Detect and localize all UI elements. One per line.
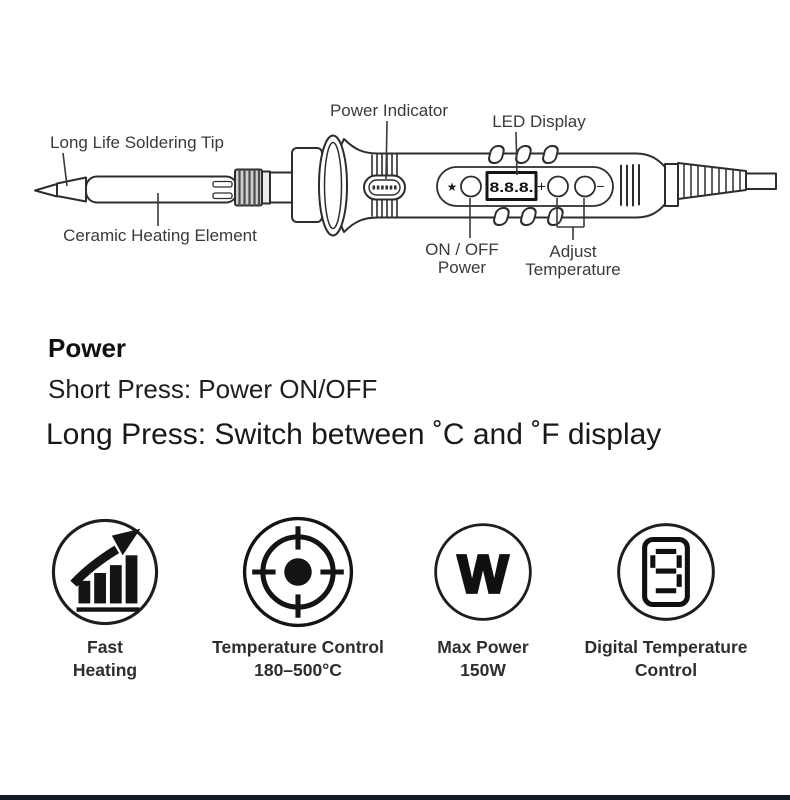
label-on-off-power-line2: Power xyxy=(438,258,487,277)
short-press-instruction: Short Press: Power ON/OFF xyxy=(48,374,378,404)
rear-neck xyxy=(664,163,679,207)
front-guard xyxy=(291,147,323,223)
tip-cone-shape xyxy=(56,176,87,203)
feature-temperature-control: Temperature Control 180–500°C xyxy=(200,514,396,682)
feature-label-line1: Digital Temperature xyxy=(584,637,748,657)
grip-tabs xyxy=(488,145,564,226)
label-on-off-power-line1: ON / OFF xyxy=(425,240,499,259)
feature-label-line2: 150W xyxy=(460,660,506,680)
feature-label: Temperature Control 180–500°C xyxy=(200,636,396,682)
power-button-star-symbol: ★ xyxy=(447,180,458,194)
strain-relief-ribs xyxy=(683,162,741,199)
feature-fast-heating: Fast Heating xyxy=(35,514,175,682)
label-power-indicator: Power Indicator xyxy=(330,101,448,120)
max-power-icon: W xyxy=(410,514,556,630)
seven-segment-nine xyxy=(650,548,682,594)
label-adjust-temp-line2: Temperature xyxy=(525,260,620,279)
handle-bell-inner-rim xyxy=(323,141,343,230)
spacer-section xyxy=(269,171,293,204)
soldering-iron-svg: ★ 8.8.8. + − Long Life Soldering Tip Cer… xyxy=(34,101,777,279)
soldering-iron-diagram: ★ 8.8.8. + − Long Life Soldering Tip Cer… xyxy=(0,0,790,300)
label-led-display: LED Display xyxy=(492,112,586,131)
feature-label-line1: Max Power xyxy=(437,637,529,657)
temp-down-symbol: − xyxy=(596,178,604,194)
bottom-edge-bar xyxy=(0,795,790,800)
feature-label-line2: Heating xyxy=(72,660,138,680)
collar-ribs xyxy=(238,169,261,207)
digital-temperature-control-icon xyxy=(568,514,764,630)
leader-lines xyxy=(62,120,585,240)
feature-label: Max Power 150W xyxy=(410,636,556,682)
label-soldering-tip: Long Life Soldering Tip xyxy=(50,133,224,152)
power-indicator-window xyxy=(363,174,406,201)
soldering-tip-shape xyxy=(34,183,58,198)
led-display-screen xyxy=(485,171,538,201)
feature-digital-temperature-control: Digital Temperature Control xyxy=(568,514,764,682)
fast-heating-icon xyxy=(35,514,175,630)
power-indicator-inner xyxy=(368,179,401,196)
barrel-slot xyxy=(212,192,233,200)
feature-label: Fast Heating xyxy=(35,636,175,682)
feature-label-line2: 180–500°C xyxy=(254,660,342,680)
temp-up-button xyxy=(547,175,569,198)
temp-down-button xyxy=(574,175,596,198)
temperature-control-icon xyxy=(200,514,396,630)
feature-label-line1: Temperature Control xyxy=(212,637,384,657)
long-press-instruction: Long Press: Switch between ˚C and ˚F dis… xyxy=(46,418,662,451)
power-button xyxy=(460,175,482,198)
power-section-heading: Power xyxy=(48,333,127,363)
rear-ribs xyxy=(620,164,640,207)
label-heating-element: Ceramic Heating Element xyxy=(63,226,257,245)
temp-up-symbol: + xyxy=(537,179,546,196)
feature-max-power: W Max Power 150W xyxy=(410,514,556,682)
collar-ring xyxy=(261,170,271,205)
barrel-slot xyxy=(212,180,233,188)
handle-bell xyxy=(318,134,348,237)
power-indicator-dots xyxy=(372,185,397,190)
feature-label: Digital Temperature Control xyxy=(568,636,764,682)
feature-label-line2: Control xyxy=(634,660,698,680)
label-adjust-temp-line1: Adjust xyxy=(549,242,597,261)
led-display-value: 8.8.8. xyxy=(490,179,534,195)
power-cable xyxy=(745,172,777,190)
feature-label-line1: Fast xyxy=(87,637,123,657)
max-power-glyph: W xyxy=(458,544,509,604)
